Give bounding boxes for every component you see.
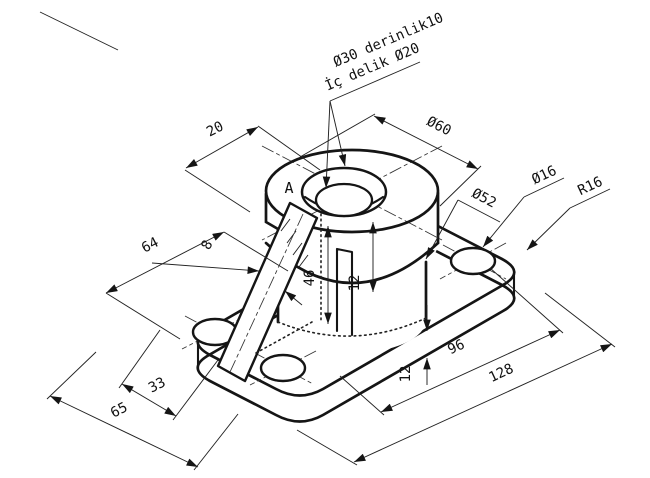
dim-text-hole-offset: 33: [146, 374, 168, 396]
dim-rib-position: 64: [105, 231, 289, 340]
centerline: [249, 350, 317, 386]
dim-text-base-length: 128: [486, 361, 516, 386]
centerline: [439, 242, 507, 280]
dim-flat-width: 20: [184, 118, 321, 213]
dim-text-corner-radius: R16: [575, 174, 605, 199]
dim-base-width: 65: [46, 351, 239, 471]
dim-base-length: 128: [296, 292, 616, 466]
dim-text-hole-spacing: 96: [445, 337, 467, 359]
dim-hole-dia: Ø16: [482, 163, 565, 248]
dim-text-flange-dia: Ø60: [424, 114, 454, 140]
mounting-hole-south: [259, 353, 307, 383]
inner-hole-rim: [314, 182, 374, 218]
dim-text-base-width: 65: [108, 399, 130, 421]
dim-text-flat-width: 20: [204, 118, 226, 140]
mounting-hole-east: [449, 246, 497, 276]
rib-hatching: [280, 218, 309, 268]
rib-outline: [216, 201, 319, 383]
hidden-edges: [255, 213, 322, 354]
dim-text-base-thickness: 12: [398, 366, 414, 383]
dim-text-hole-dia: Ø16: [529, 163, 559, 188]
rib-centerline: [229, 213, 304, 373]
dim-text-flange-height: 12: [347, 275, 363, 292]
dim-text-cyl-height: 46: [302, 270, 318, 287]
dim-text-rib-thickness: 8: [198, 238, 216, 253]
dim-text-rib-position: 64: [139, 234, 161, 256]
support-rib: [216, 201, 319, 383]
dim-cyl-height: 46: [302, 226, 332, 324]
surface-label-a: A: [284, 179, 293, 197]
flange-top-rim: [264, 148, 440, 234]
hidden-plate-edge: [255, 321, 313, 354]
dim-flange-height: 12: [347, 222, 377, 292]
construction-line: [39, 11, 119, 51]
cylinder-slot: [335, 247, 354, 337]
